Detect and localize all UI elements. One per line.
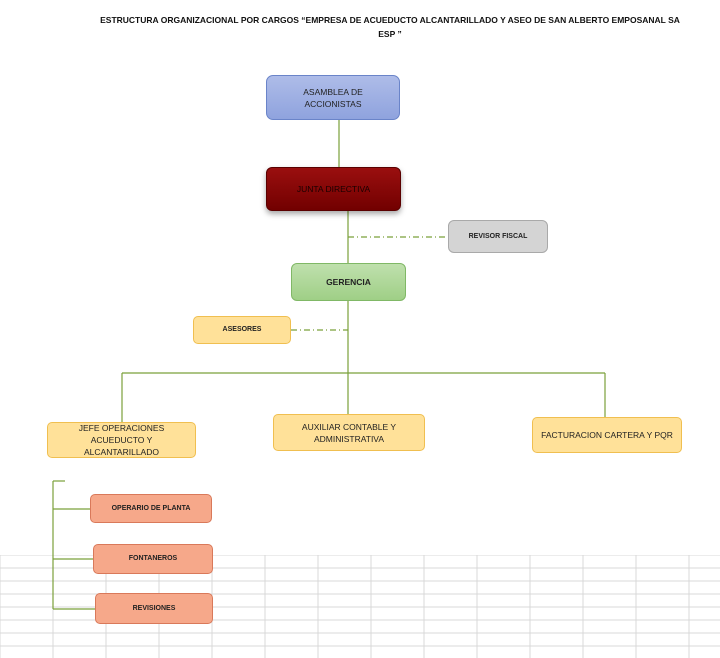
node-junta: JUNTA DIRECTIVA [266,167,401,211]
node-fontaneros: FONTANEROS [93,544,213,574]
diagram-title: ESTRUCTURA ORGANIZACIONAL POR CARGOS “EM… [60,13,720,41]
title-line-2: ESP ” [378,29,402,39]
node-asesores-label: ASESORES [222,326,262,333]
node-jefe-label: JEFE OPERACIONES ACUEDUCTO Y ALCANTARILL… [78,423,165,457]
node-asamblea: ASAMBLEA DE ACCIONISTAS [266,75,400,120]
node-revisiones: REVISIONES [95,593,213,624]
node-facturacion-label: FACTURACION CARTERA Y PQR [541,430,673,440]
node-asesores: ASESORES [193,316,291,344]
node-auxiliar-label: AUXILIAR CONTABLE Y ADMINISTRATIVA [301,421,397,444]
node-operario-label: OPERARIO DE PLANTA [111,504,191,512]
title-line-1: ESTRUCTURA ORGANIZACIONAL POR CARGOS “EM… [100,15,680,25]
node-revisor: REVISOR FISCAL [448,220,548,253]
node-facturacion: FACTURACION CARTERA Y PQR [532,417,682,453]
node-gerencia: GERENCIA [291,263,406,301]
node-gerencia-label: GERENCIA [326,277,371,287]
node-jefe: JEFE OPERACIONES ACUEDUCTO Y ALCANTARILL… [47,422,196,458]
node-operario: OPERARIO DE PLANTA [90,494,212,523]
node-auxiliar: AUXILIAR CONTABLE Y ADMINISTRATIVA [273,414,425,451]
node-revisor-label: REVISOR FISCAL [468,232,528,240]
node-asamblea-label: ASAMBLEA DE ACCIONISTAS [303,86,363,109]
node-fontaneros-label: FONTANEROS [128,555,178,562]
node-revisiones-label: REVISIONES [132,604,176,612]
node-junta-label: JUNTA DIRECTIVA [296,184,371,194]
